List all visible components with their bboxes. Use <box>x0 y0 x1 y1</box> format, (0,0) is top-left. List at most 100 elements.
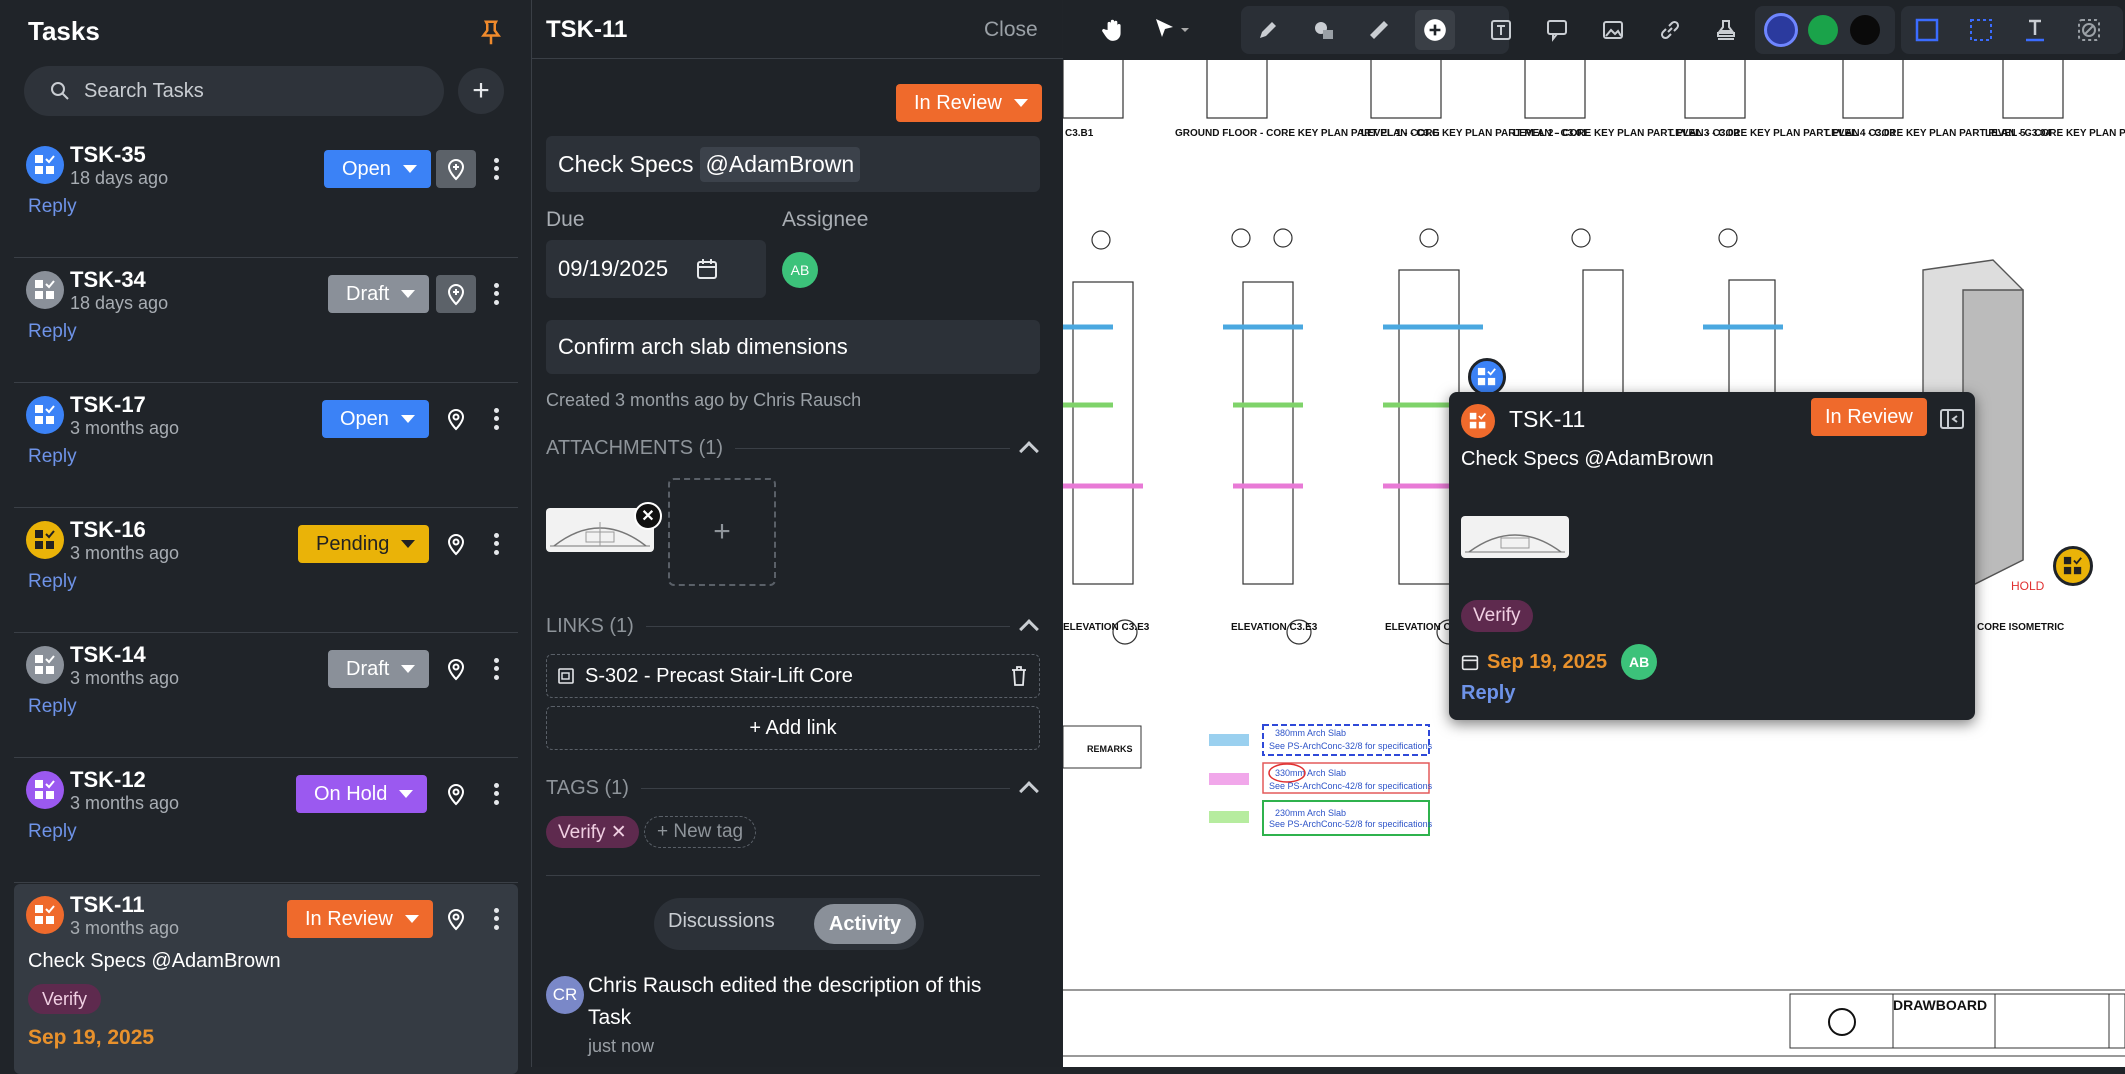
pan-tool-button[interactable] <box>1093 10 1133 50</box>
task-item[interactable]: TSK-14 3 months ago Draft Reply <box>14 634 518 758</box>
status-dropdown[interactable]: In Review <box>287 900 433 938</box>
tab-activity[interactable]: Activity <box>814 904 916 944</box>
shape-tool-button[interactable] <box>1304 10 1344 50</box>
tags-section-header[interactable]: TAGS (1) <box>546 774 1040 802</box>
text-style-button[interactable] <box>2015 10 2055 50</box>
measure-tool-button[interactable] <box>1359 10 1399 50</box>
popup-tag-chip[interactable]: Verify <box>1461 600 1533 632</box>
reply-link[interactable]: Reply <box>28 196 77 217</box>
more-options-icon[interactable] <box>486 277 506 311</box>
calendar-icon[interactable] <box>696 258 718 280</box>
task-date: 18 days ago <box>70 293 169 313</box>
due-date-field[interactable]: 09/19/2025 <box>546 240 766 298</box>
open-panel-icon[interactable] <box>1939 408 1965 430</box>
chevron-up-icon[interactable] <box>1019 619 1039 639</box>
plan-title: GROUND FLOOR - CORE KEY PLAN PART PLAN -… <box>1175 128 1440 139</box>
task-item[interactable]: TSK-12 3 months ago On Hold Reply <box>14 759 518 883</box>
task-item-selected[interactable]: TSK-11 3 months ago In Review Check Spec… <box>14 884 518 1074</box>
reply-link[interactable]: Reply <box>28 446 77 467</box>
tag-chip[interactable]: Verify ✕ <box>546 816 639 848</box>
pin-icon[interactable] <box>476 18 506 48</box>
drawing-canvas[interactable]: C3.B1 GROUND FLOOR - CORE KEY PLAN PART … <box>1063 0 2125 1067</box>
task-item[interactable]: TSK-16 3 months ago Pending Reply <box>14 509 518 633</box>
more-options-icon[interactable] <box>486 152 506 186</box>
task-item[interactable]: TSK-35 18 days ago Open Reply <box>14 134 518 258</box>
link-item[interactable]: S-302 - Precast Stair-Lift Core <box>546 654 1040 698</box>
stroke-style-button[interactable] <box>1907 10 1947 50</box>
more-options-icon[interactable] <box>486 777 506 811</box>
reply-link[interactable]: Reply <box>28 571 77 592</box>
popup-status-badge[interactable]: In Review <box>1811 398 1927 436</box>
task-item[interactable]: TSK-17 3 months ago Open Reply <box>14 384 518 508</box>
task-popup-card[interactable]: TSK-11 In Review Check Specs @AdamBrown … <box>1449 392 1975 720</box>
remove-attachment-icon[interactable]: ✕ <box>634 502 662 530</box>
task-type-icon <box>1477 367 1496 386</box>
add-location-button[interactable] <box>436 275 476 313</box>
remarks-label: REMARKS <box>1087 744 1133 754</box>
assignee-avatar[interactable]: AB <box>782 252 818 288</box>
location-button[interactable] <box>436 400 476 438</box>
close-button[interactable]: Close <box>984 18 1038 41</box>
add-link-button[interactable]: + Add link <box>546 706 1040 750</box>
add-attachment-button[interactable]: + <box>668 478 776 586</box>
more-options-icon[interactable] <box>486 652 506 686</box>
status-dropdown[interactable]: On Hold <box>296 775 428 813</box>
description-field[interactable]: Confirm arch slab dimensions <box>546 320 1040 374</box>
popup-attachment-thumbnail[interactable] <box>1461 516 1569 558</box>
callout-tool-button[interactable] <box>1537 10 1577 50</box>
location-button[interactable] <box>436 650 476 688</box>
trash-icon[interactable] <box>1009 665 1029 687</box>
status-label: On Hold <box>314 782 388 805</box>
pen-tool-button[interactable] <box>1248 10 1288 50</box>
no-fill-button[interactable] <box>2069 10 2109 50</box>
task-marker-blue[interactable] <box>1468 358 1506 396</box>
caret-down-icon <box>400 415 415 423</box>
color-swatch-black[interactable] <box>1845 10 1885 50</box>
add-task-tool-button[interactable] <box>1415 10 1455 50</box>
status-dropdown[interactable]: Draft <box>328 275 430 313</box>
more-options-icon[interactable] <box>486 402 506 436</box>
chevron-up-icon[interactable] <box>1019 441 1039 461</box>
location-button[interactable] <box>436 900 476 938</box>
more-options-icon[interactable] <box>486 902 506 936</box>
link-name[interactable]: S-302 - Precast Stair-Lift Core <box>585 664 853 687</box>
tag-chip[interactable]: Verify <box>28 984 102 1014</box>
status-dropdown[interactable]: Pending <box>298 525 430 563</box>
status-dropdown[interactable]: In Review <box>896 84 1042 122</box>
caret-down-icon <box>404 915 419 923</box>
search-input[interactable]: Search Tasks <box>24 66 444 116</box>
link-tool-button[interactable] <box>1650 10 1690 50</box>
assignee-avatar[interactable]: AB <box>1621 644 1658 680</box>
task-title-field[interactable]: Check Specs@AdamBrown <box>546 136 1040 192</box>
links-section-header[interactable]: LINKS (1) <box>546 612 1040 640</box>
status-dropdown[interactable]: Open <box>324 150 431 188</box>
popup-reply-link[interactable]: Reply <box>1461 682 1516 704</box>
tab-discussions[interactable]: Discussions <box>668 910 775 932</box>
status-dropdown[interactable]: Draft <box>328 650 430 688</box>
new-tag-button[interactable]: + New tag <box>644 816 757 848</box>
reply-link[interactable]: Reply <box>28 696 77 717</box>
status-label: In Review <box>914 91 1002 114</box>
task-marker-yellow[interactable] <box>2053 546 2093 586</box>
color-swatch-green[interactable] <box>1803 10 1843 50</box>
chevron-up-icon[interactable] <box>1019 781 1039 801</box>
image-tool-button[interactable] <box>1593 10 1633 50</box>
more-options-icon[interactable] <box>486 527 506 561</box>
mention-chip[interactable]: @AdamBrown <box>699 146 861 182</box>
text-box-tool-button[interactable] <box>1481 10 1521 50</box>
attachments-section-header[interactable]: ATTACHMENTS (1) <box>546 434 1040 462</box>
stamp-tool-button[interactable] <box>1706 10 1746 50</box>
dash-style-button[interactable] <box>1961 10 2001 50</box>
location-button[interactable] <box>436 775 476 813</box>
task-item[interactable]: TSK-34 18 days ago Draft Reply <box>14 259 518 383</box>
color-swatch-blue[interactable] <box>1761 10 1801 50</box>
divider <box>532 58 1063 59</box>
select-tool-button[interactable] <box>1145 10 1201 50</box>
location-button[interactable] <box>436 525 476 563</box>
add-task-button[interactable]: + <box>458 68 504 114</box>
status-dropdown[interactable]: Open <box>322 400 429 438</box>
reply-link[interactable]: Reply <box>28 821 77 842</box>
add-location-button[interactable] <box>436 150 476 188</box>
shapes-icon <box>1315 22 1333 39</box>
reply-link[interactable]: Reply <box>28 321 77 342</box>
